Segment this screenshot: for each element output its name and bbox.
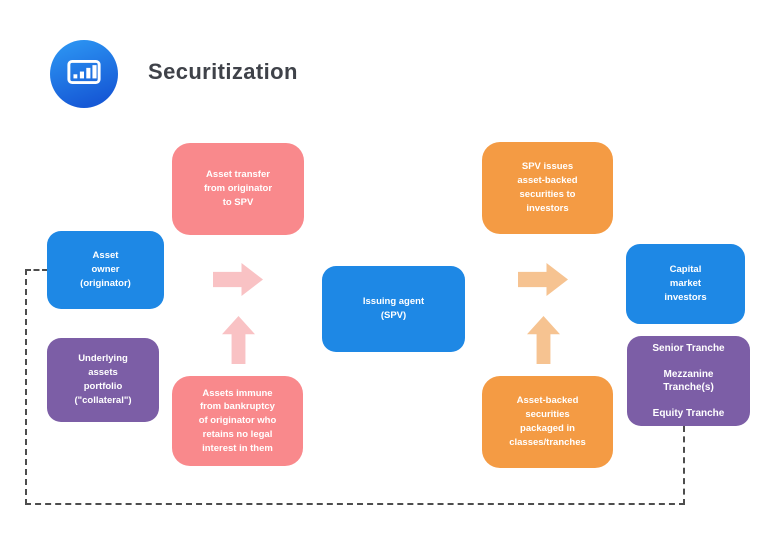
node-capital-market-label: Capital market investors <box>664 264 707 303</box>
node-abs-packaged-tranches: Asset-backed securities packaged in clas… <box>482 376 613 468</box>
node-underlying-assets-label: Underlying assets portfolio ("collateral… <box>74 353 132 406</box>
logo-badge <box>50 40 118 108</box>
connector-segment-top-left <box>25 269 48 271</box>
node-asset-owner-label: Asset owner (originator) <box>80 250 131 289</box>
bar-chart-icon <box>62 50 106 99</box>
connector-segment-right <box>683 426 685 505</box>
node-spv-issues-securities: SPV issues asset-backed securities to in… <box>482 142 613 234</box>
arrow-up-icon <box>222 316 255 364</box>
connector-segment-left <box>25 269 27 505</box>
node-spv-issues-label: SPV issues asset-backed securities to in… <box>517 161 578 214</box>
node-abs-packaged-label: Asset-backed securities packaged in clas… <box>509 395 586 448</box>
arrow-right-icon <box>518 263 568 296</box>
node-tranche-list-label: Senior Tranche Mezzanine Tranche(s) Equi… <box>652 343 725 419</box>
node-asset-transfer: Asset transfer from originator to SPV <box>172 143 304 235</box>
node-underlying-assets-portfolio: Underlying assets portfolio ("collateral… <box>47 338 159 422</box>
node-assets-immune-label: Assets immune from bankruptcy of origina… <box>198 387 277 454</box>
node-tranche-list: Senior Tranche Mezzanine Tranche(s) Equi… <box>627 336 750 426</box>
node-issuing-agent-spv: Issuing agent (SPV) <box>322 266 465 352</box>
node-asset-transfer-label: Asset transfer from originator to SPV <box>203 169 273 208</box>
connector-segment-bottom <box>25 503 685 505</box>
node-issuing-agent-label: Issuing agent (SPV) <box>362 296 425 321</box>
page-title: Securitization <box>148 59 298 84</box>
arrow-up-icon <box>527 316 560 364</box>
node-capital-market-investors: Capital market investors <box>626 244 745 324</box>
arrow-right-icon <box>213 263 263 296</box>
node-asset-owner: Asset owner (originator) <box>47 231 164 309</box>
node-assets-immune: Assets immune from bankruptcy of origina… <box>172 376 303 466</box>
